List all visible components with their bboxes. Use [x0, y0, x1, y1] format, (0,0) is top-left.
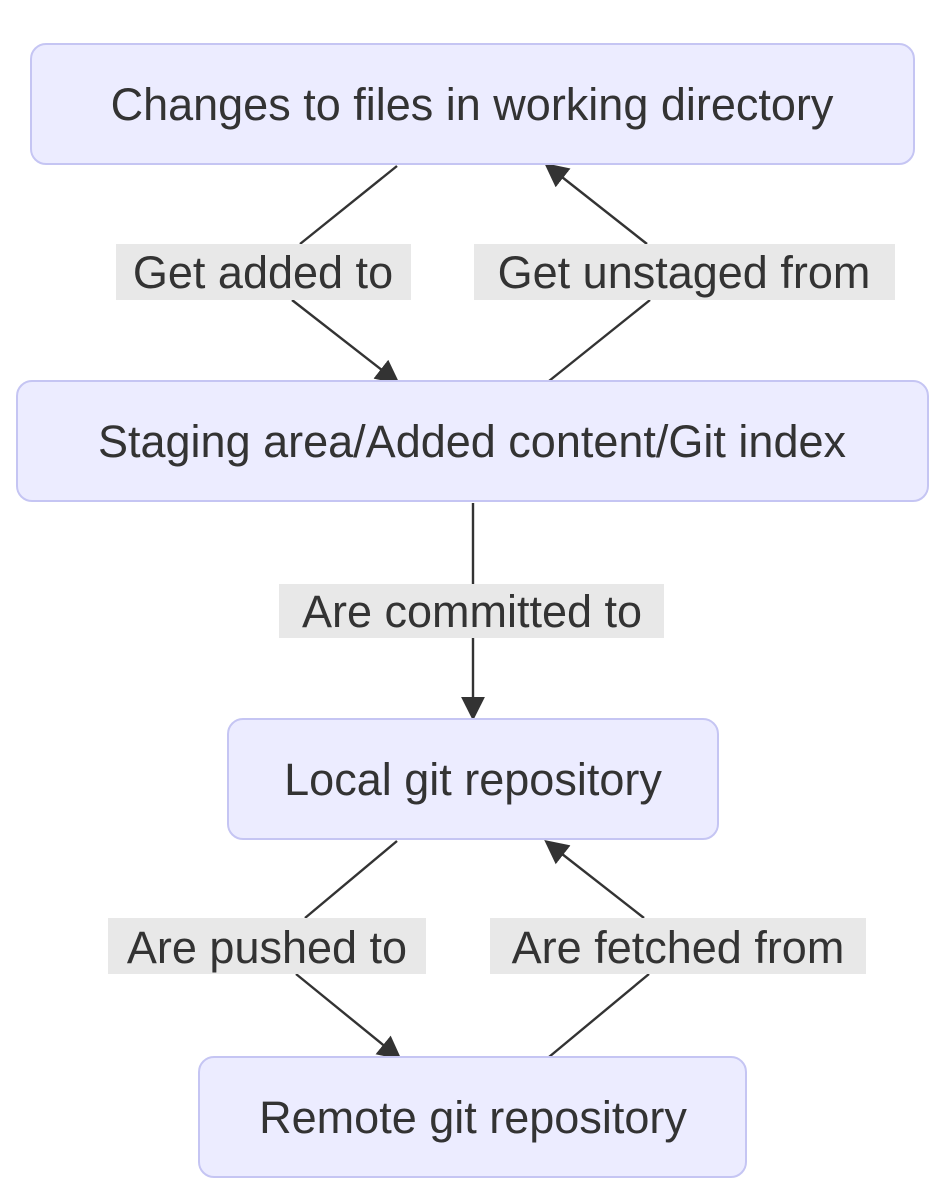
edges-layer — [291, 163, 651, 1061]
edge-label-commit: Are committed to — [302, 586, 642, 637]
edge-fetch-arrow — [544, 840, 645, 919]
edge-label-unstage-bg — [474, 244, 895, 300]
node-remote-repository: Remote git repository — [198, 1056, 747, 1178]
edge-unstage-line — [548, 299, 651, 382]
edge-label-commit-bg — [279, 584, 664, 638]
edge-label-fetch: Are fetched from — [512, 922, 845, 973]
edge-label-fetch-bg — [490, 918, 866, 974]
edge-push-line — [304, 840, 398, 919]
edge-label-push: Are pushed to — [127, 922, 407, 973]
node-remote-repository-label: Remote git repository — [259, 1092, 687, 1143]
node-staging-area: Staging area/Added content/Git index — [16, 380, 929, 502]
edge-label-add: Get added to — [133, 247, 393, 298]
edge-push-arrow — [295, 973, 402, 1061]
edge-label-add-bg — [116, 244, 411, 300]
node-staging-area-box — [16, 380, 929, 502]
edge-add-arrow — [291, 299, 400, 384]
node-staging-area-label: Staging area/Added content/Git index — [98, 416, 847, 467]
edge-unstage-arrow — [544, 163, 648, 245]
node-remote-repository-box — [198, 1056, 747, 1178]
edge-label-push-bg — [108, 918, 426, 974]
node-local-repository-label: Local git repository — [284, 754, 662, 805]
node-working-directory-box — [30, 43, 915, 165]
edge-add-line — [299, 165, 398, 245]
edge-label-unstage: Get unstaged from — [498, 247, 871, 298]
nodes-layer: Changes to files in working directory St… — [16, 43, 929, 1178]
node-local-repository: Local git repository — [227, 718, 719, 840]
node-local-repository-box — [227, 718, 719, 840]
node-working-directory: Changes to files in working directory — [30, 43, 915, 165]
edge-fetch-line — [548, 973, 650, 1058]
node-working-directory-label: Changes to files in working directory — [111, 79, 834, 130]
edge-labels-layer: Get added to Get unstaged from Are commi… — [108, 244, 895, 974]
